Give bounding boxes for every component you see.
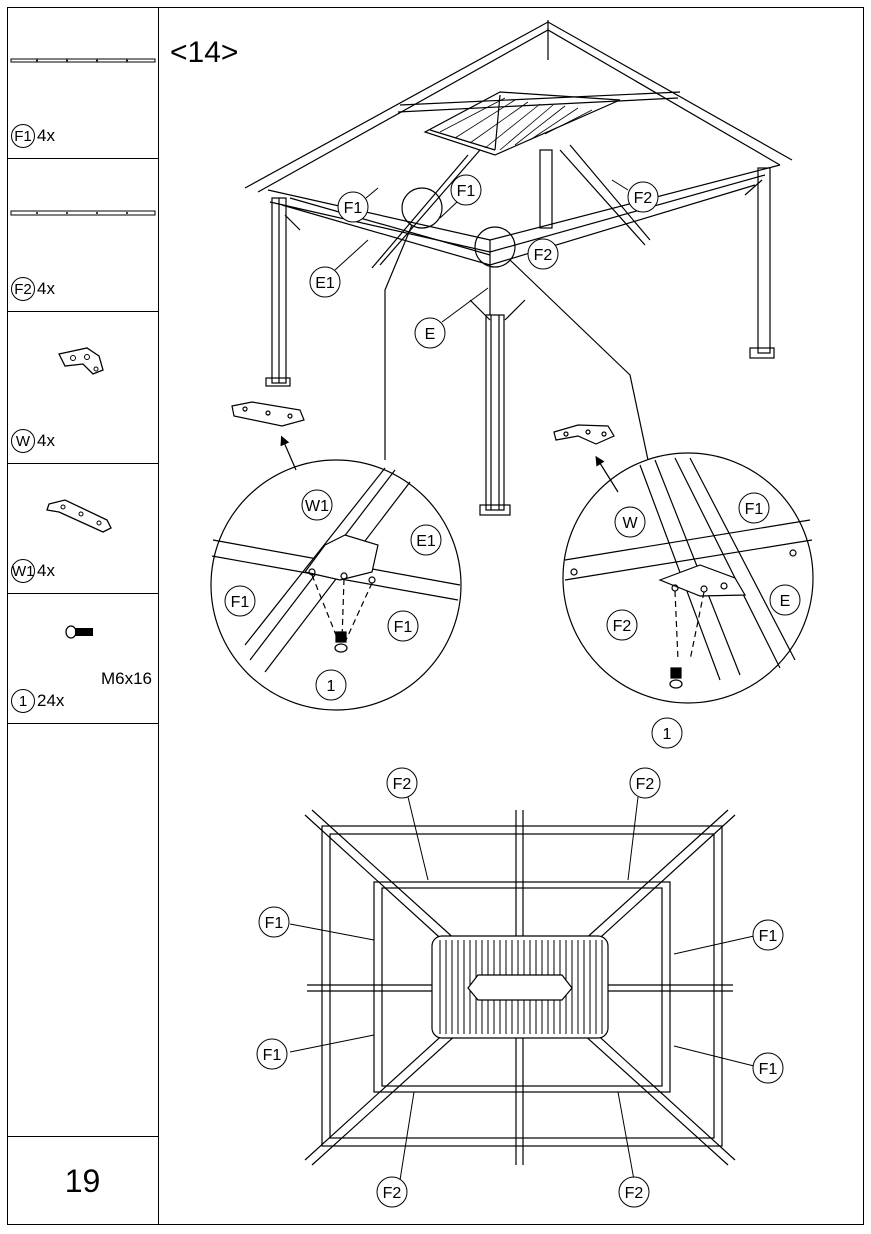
part-qty-f2: F2 4x xyxy=(11,277,55,301)
svg-text:F1: F1 xyxy=(263,1047,282,1064)
svg-text:1: 1 xyxy=(327,678,336,695)
w-bracket-icon xyxy=(58,347,104,375)
callout-e1: E1 xyxy=(309,266,341,298)
svg-text:F2: F2 xyxy=(534,247,553,264)
detail-w1-callouts: W1 E1 F1 F1 1 xyxy=(224,489,442,701)
part-cell-w1: W1 4x xyxy=(7,464,158,594)
part-id-bolt: 1 xyxy=(11,689,35,713)
callout-e: E xyxy=(414,317,446,349)
detail-w-callouts: W F1 F2 E 1 xyxy=(606,492,801,749)
svg-text:E: E xyxy=(780,593,791,610)
callout-e1-detail: E1 xyxy=(410,524,442,556)
top-view-center-cap xyxy=(467,974,573,1001)
svg-text:F2: F2 xyxy=(625,1185,644,1202)
svg-text:1: 1 xyxy=(663,726,672,743)
callout-f1-b: F1 xyxy=(450,174,482,206)
page-frame xyxy=(7,7,864,1225)
callout-f1-a: F1 xyxy=(337,191,369,223)
svg-text:F1: F1 xyxy=(759,1061,778,1078)
w1-plate-icon xyxy=(46,499,112,533)
callout-w1: W1 xyxy=(301,489,333,521)
plan-callout-f1-left-bottom: F1 xyxy=(256,1038,288,1070)
plan-callout-f1-right-top: F1 xyxy=(752,919,784,951)
perspective-callouts: F1 F1 F2 F2 E1 E xyxy=(309,174,659,349)
callout-bolt-detail-right: 1 xyxy=(651,717,683,749)
page-number-divider xyxy=(7,1136,158,1137)
callout-e-detail: E xyxy=(769,584,801,616)
callout-f1-detail-b: F1 xyxy=(387,610,419,642)
f1-beam-icon xyxy=(10,58,156,63)
plan-callout-f2-bottom-left: F2 xyxy=(376,1176,408,1208)
part-qty-w: W 4x xyxy=(11,429,55,453)
svg-text:F1: F1 xyxy=(759,928,778,945)
svg-text:F1: F1 xyxy=(394,619,413,636)
svg-text:F1: F1 xyxy=(231,594,250,611)
part-qty-f1: F1 4x xyxy=(11,124,55,148)
bolt-icon xyxy=(65,625,93,639)
detail-w-joint xyxy=(553,424,814,704)
svg-text:F2: F2 xyxy=(634,190,653,207)
svg-text:F1: F1 xyxy=(457,183,476,200)
svg-text:W: W xyxy=(622,515,638,532)
plan-callout-f1-left-top: F1 xyxy=(258,906,290,938)
svg-text:E1: E1 xyxy=(416,533,436,550)
callout-f1-detail-c: F1 xyxy=(738,492,770,524)
svg-text:E1: E1 xyxy=(315,275,335,292)
f2-beam-icon xyxy=(10,210,156,216)
part-cell-f1: F1 4x xyxy=(7,7,158,159)
svg-text:F2: F2 xyxy=(636,776,655,793)
plan-callout-f2-bottom-right: F2 xyxy=(618,1176,650,1208)
detail-w1-joint xyxy=(210,401,462,711)
callout-w: W xyxy=(614,506,646,538)
callout-bolt-detail-left: 1 xyxy=(315,669,347,701)
top-view-leaders xyxy=(289,796,755,1181)
part-qty-w1: W1 4x xyxy=(11,559,55,583)
parts-sidebar: F1 4x F2 4x W 4x xyxy=(7,7,159,1225)
gazebo-perspective xyxy=(244,20,793,516)
svg-text:F2: F2 xyxy=(613,618,632,635)
part-qty-bolt: 1 24x xyxy=(11,689,64,713)
part-cell-f2: F2 4x xyxy=(7,159,158,312)
svg-text:W1: W1 xyxy=(305,498,329,515)
plan-callout-f2-top-right: F2 xyxy=(629,767,661,799)
part-id-w: W xyxy=(11,429,35,453)
svg-text:E: E xyxy=(425,326,436,343)
svg-text:F2: F2 xyxy=(383,1185,402,1202)
bolt-spec: M6x16 xyxy=(100,669,152,688)
svg-text:F1: F1 xyxy=(265,915,284,932)
top-view-callouts: F2 F2 F1 F1 F1 F1 F2 F2 xyxy=(256,767,784,1208)
part-id-f2: F2 xyxy=(11,277,35,301)
svg-text:F1: F1 xyxy=(344,200,363,217)
part-id-f1: F1 xyxy=(11,124,35,148)
step-number: <14> xyxy=(170,36,239,69)
part-id-w1: W1 xyxy=(11,559,35,583)
plan-callout-f2-top-left: F2 xyxy=(386,767,418,799)
part-cell-bolt: M6x16 1 24x xyxy=(7,594,158,724)
svg-text:F2: F2 xyxy=(393,776,412,793)
plan-callout-f1-right-bottom: F1 xyxy=(752,1052,784,1084)
part-cell-w: W 4x xyxy=(7,312,158,464)
svg-text:F1: F1 xyxy=(745,501,764,518)
page-number: 19 xyxy=(64,1162,101,1199)
callout-f1-detail-a: F1 xyxy=(224,585,256,617)
callout-f2-b: F2 xyxy=(527,238,559,270)
callout-f2-detail: F2 xyxy=(606,609,638,641)
callout-f2-a: F2 xyxy=(627,181,659,213)
